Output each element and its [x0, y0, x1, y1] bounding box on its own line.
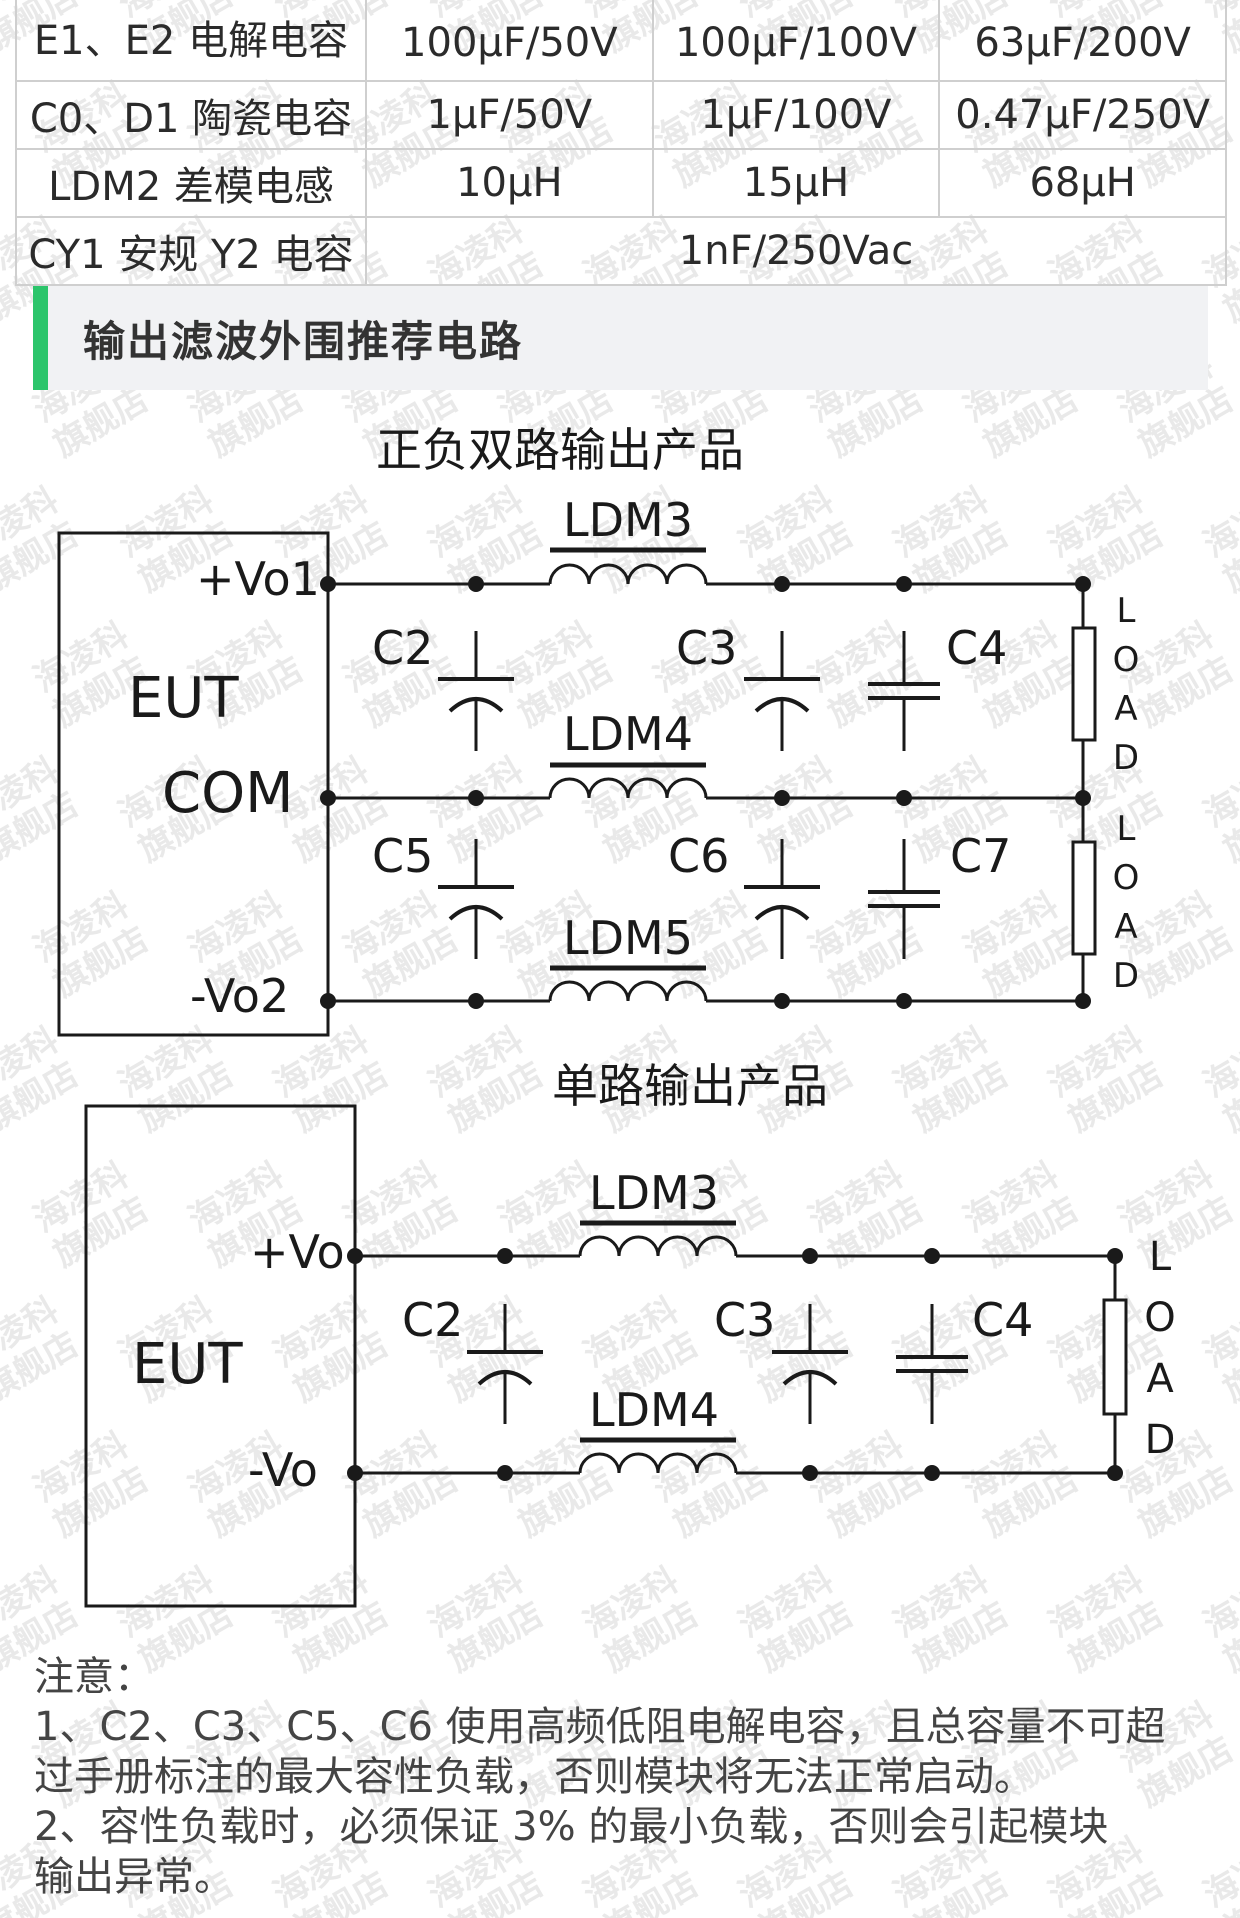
c5-label: C5 [372, 829, 433, 883]
c3-label-single: C3 [714, 1293, 775, 1347]
c6-capacitor [742, 837, 822, 961]
eut-box-single [84, 1104, 357, 1608]
c4-label: C4 [946, 621, 1007, 675]
single-output-circuit: 单路输出产品 EUT +Vo -Vo LDM3 LDM [84, 1059, 1176, 1608]
c7-capacitor [866, 837, 942, 961]
table-cell: 10μH [365, 148, 654, 218]
load-label-lower: L O A D [1113, 809, 1140, 996]
load-letter: A [1114, 689, 1137, 729]
ldm3-label-single: LDM3 [589, 1166, 719, 1220]
load-letter: O [1144, 1295, 1175, 1341]
load-label-upper: L O A D [1113, 591, 1140, 778]
c4-capacitor-single [894, 1302, 970, 1426]
table-cell: E1、E2 电解电容 [15, 0, 367, 82]
load-resistor-upper [1071, 626, 1097, 742]
table-cell: 68μH [938, 148, 1227, 218]
vo2-label: -Vo2 [190, 969, 289, 1023]
c7-label: C7 [950, 829, 1011, 883]
c2-capacitor-single [465, 1302, 545, 1426]
load-resistor-lower [1071, 840, 1097, 956]
table-cell: 1μF/50V [365, 80, 654, 150]
notes-heading: 注意： [34, 1654, 154, 1700]
ldm4-label-single: LDM4 [589, 1383, 719, 1437]
load-letter: A [1114, 907, 1137, 947]
load-letter: L [1117, 591, 1136, 631]
single-circuit-title: 单路输出产品 [552, 1059, 828, 1113]
single-junction-dots [347, 1248, 1123, 1481]
table-cell: 0.47μF/250V [938, 80, 1227, 150]
eut-label: EUT [128, 666, 239, 731]
table-row: E1、E2 电解电容 100μF/50V 100μF/100V 63μF/200… [15, 0, 1227, 82]
ldm5-label: LDM5 [563, 911, 693, 965]
c3-label: C3 [676, 621, 737, 675]
load-letter: O [1113, 640, 1140, 680]
eut-box [57, 531, 330, 1037]
table-row: C0、D1 陶瓷电容 1μF/50V 1μF/100V 0.47μF/250V [15, 80, 1227, 150]
table-cell: 63μF/200V [938, 0, 1227, 82]
ldm3-label: LDM3 [563, 493, 693, 547]
load-letter: D [1145, 1417, 1176, 1463]
ldm3-inductor-single [578, 1220, 738, 1257]
load-label-single: L O A D [1144, 1234, 1175, 1463]
vo-neg-label: -Vo [248, 1443, 318, 1497]
table-cell: C0、D1 陶瓷电容 [15, 80, 367, 150]
table-cell: 100μF/50V [365, 0, 654, 82]
load-letter: O [1113, 858, 1140, 898]
c4-label-single: C4 [972, 1293, 1033, 1347]
ldm4-label: LDM4 [563, 707, 693, 761]
vo-pos-label: +Vo [250, 1225, 345, 1279]
note-line: 2、容性负载时，必须保证 3% 的最小负载，否则会引起模块 [34, 1804, 1109, 1850]
dual-circuit-title: 正负双路输出产品 [376, 423, 744, 477]
c4-capacitor [866, 629, 942, 753]
note-line: 过手册标注的最大容性负载，否则模块将无法正常启动。 [34, 1754, 1034, 1800]
table-row: LDM2 差模电感 10μH 15μH 68μH [15, 148, 1227, 218]
c3-capacitor [742, 629, 822, 753]
section-title: 输出滤波外围推荐电路 [83, 317, 524, 366]
c6-label: C6 [668, 829, 729, 883]
notes-section: 注意： 1、C2、C3、C5、C6 使用高频低阻电解电容，且总容量不可超 过手册… [34, 1652, 1214, 1902]
table-cell: 1μF/100V [651, 80, 941, 150]
load-letter: D [1113, 738, 1139, 778]
ldm4-inductor [548, 762, 708, 799]
section-accent-bar [33, 286, 48, 390]
load-letter: L [1149, 1234, 1172, 1280]
table-cell: CY1 安规 Y2 电容 [15, 216, 367, 286]
table-cell-merged: 1nF/250Vac [365, 216, 1227, 286]
vo1-label: +Vo1 [196, 552, 320, 606]
load-letter: L [1117, 809, 1136, 849]
load-letter: D [1113, 956, 1139, 996]
dual-output-circuit: 正负双路输出产品 EUT COM +Vo1 -Vo2 [57, 423, 1140, 1037]
section-header: 输出滤波外围推荐电路 [33, 286, 1208, 390]
table-cell: LDM2 差模电感 [15, 148, 367, 218]
load-resistor-single [1102, 1298, 1128, 1416]
c2-label-single: C2 [402, 1293, 463, 1347]
ldm3-inductor [548, 547, 708, 585]
ldm4-inductor-single [578, 1437, 738, 1474]
table-cell: 15μH [651, 148, 941, 218]
note-line: 输出异常。 [34, 1854, 234, 1900]
c2-capacitor [436, 629, 516, 753]
ldm5-inductor [548, 965, 708, 1002]
dual-junction-dots [320, 576, 1091, 1009]
com-label: COM [162, 761, 294, 826]
spec-table: E1、E2 电解电容 100μF/50V 100μF/100V 63μF/200… [15, 0, 1227, 286]
c5-capacitor [436, 837, 516, 961]
table-row: CY1 安规 Y2 电容 1nF/250Vac [15, 216, 1227, 286]
c3-capacitor-single [770, 1302, 850, 1426]
load-letter: A [1146, 1356, 1174, 1402]
c2-label: C2 [372, 621, 433, 675]
eut-label-single: EUT [132, 1332, 243, 1397]
note-line: 1、C2、C3、C5、C6 使用高频低阻电解电容，且总容量不可超 [34, 1704, 1166, 1750]
table-cell: 100μF/100V [651, 0, 941, 82]
